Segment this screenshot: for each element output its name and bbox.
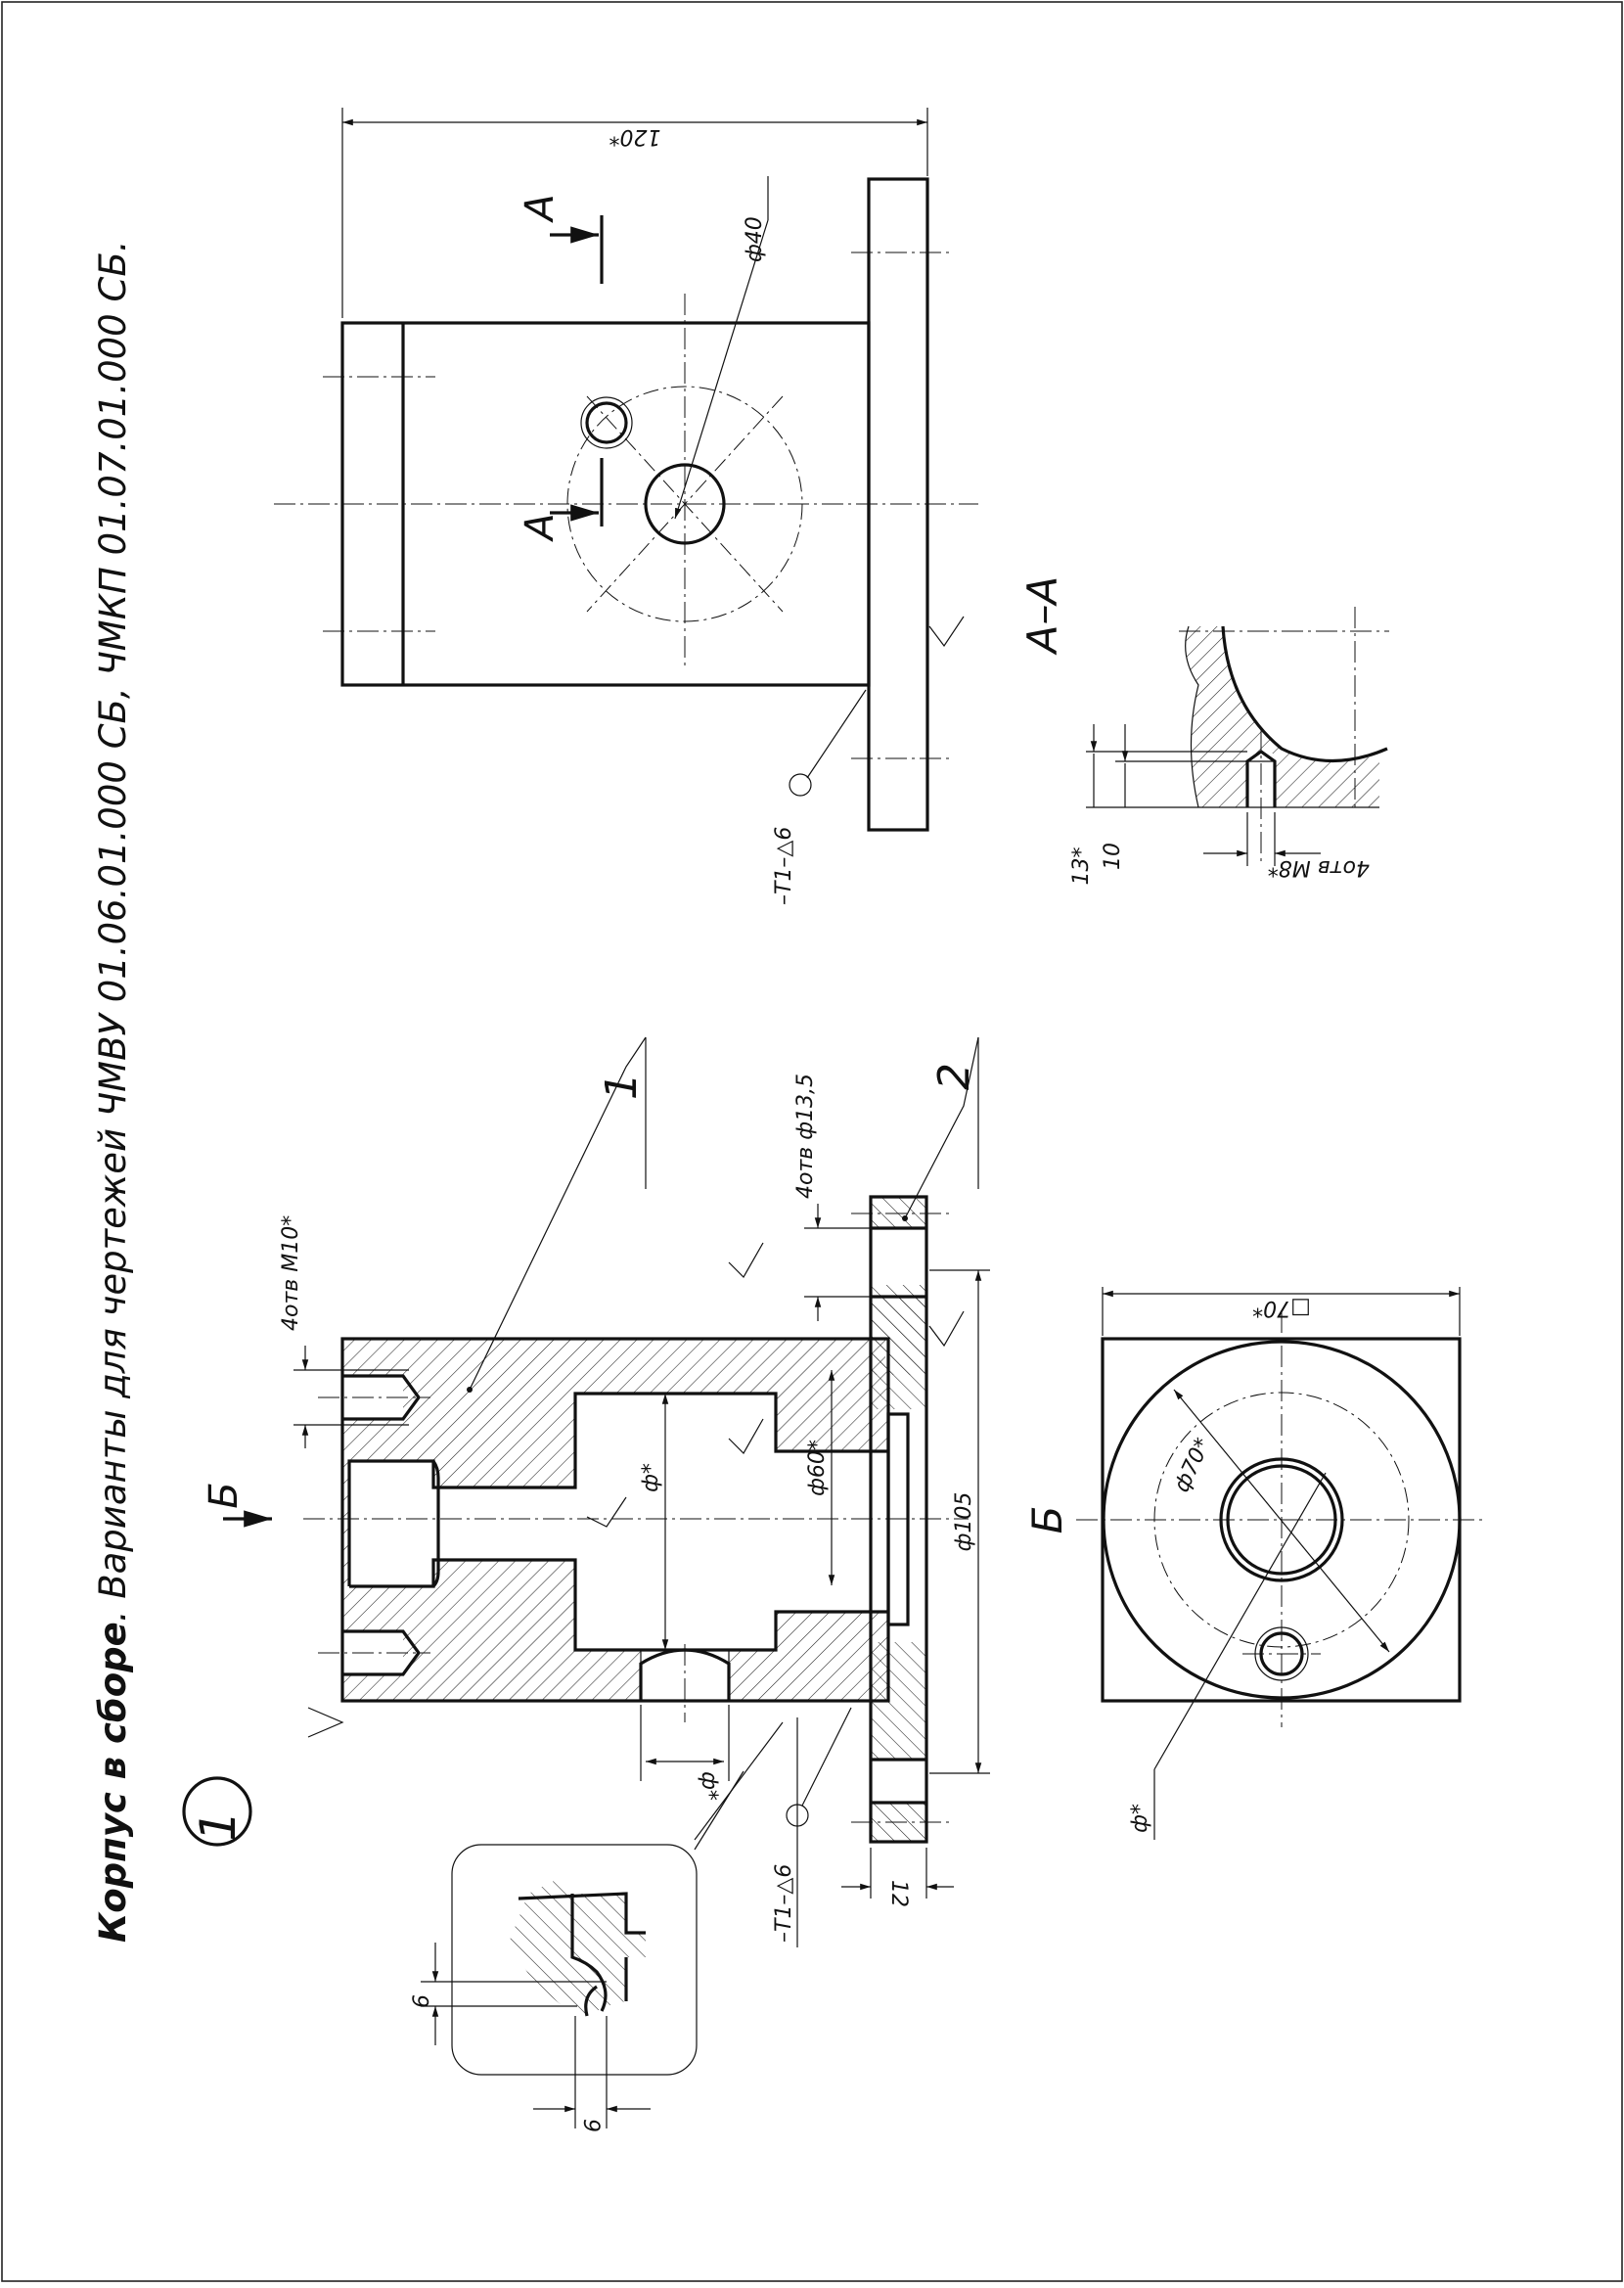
title-rest: . Варианты для чертежей ЧМВУ 01.06.01.00… (92, 241, 134, 1623)
detail-callout: 6 9 (410, 1770, 744, 2132)
dim-overall-height: 120* (609, 124, 661, 149)
variant-badge: 1 (182, 1776, 252, 1847)
detail-dim-b: 9 (578, 2119, 603, 2132)
view-b-label: Б (1023, 1506, 1071, 1534)
roughness-check-icon (586, 1496, 627, 1528)
weld-label-upper: –Т1–△6 (772, 827, 796, 905)
position-2: 2 (929, 1063, 979, 1090)
detail-dim-a: 6 (410, 1994, 434, 2008)
drawing-title: Корпус в сборе. Варианты для чертежей ЧМ… (92, 241, 134, 1943)
weld-symbol-lower: –Т1–△6 (694, 1707, 852, 1947)
section-thread: 4отв М8* (1268, 855, 1370, 880)
weld-circle-icon (789, 773, 812, 797)
section-mark-top: А (518, 194, 563, 223)
dim-flange-diameter: ф105 (952, 1492, 976, 1552)
main-section-view: Б ф105 ф60* ф* ф* 4отв М10* 4отв ф13,5 (202, 1036, 990, 1947)
dim-shaft-bore: ф60* (805, 1440, 830, 1496)
section-depth-1: 13* (1069, 847, 1094, 886)
section-mark-bottom: А (518, 513, 563, 542)
dim-flange-holes: 4отв ф13,5 (793, 1074, 818, 1199)
view-b-arrow-label: Б (202, 1482, 247, 1508)
variant-number: 1 (190, 1810, 247, 1842)
section-a-a: А–А 13* 10 4отв М8* (1018, 576, 1389, 886)
roughness-check-icon (928, 1310, 965, 1348)
roughness-check-icon (928, 616, 965, 648)
front-view: А А ф40 120* –Т1–△6 (274, 108, 978, 905)
dim-inner-bore: ф* (639, 1463, 663, 1492)
dim-bore-top: ф40 (743, 216, 767, 262)
dim-flange-thickness: 12 (886, 1880, 911, 1907)
dim-view-hole: ф* (1128, 1804, 1152, 1833)
section-depth-2: 10 (1101, 843, 1125, 870)
position-1: 1 (597, 1073, 647, 1100)
roughness-check-icon (307, 1707, 344, 1738)
dim-thread-holes: 4отв М10* (279, 1215, 303, 1331)
view-b: ф70* □70* ф* Б (1023, 1287, 1487, 1840)
section-label: А–А (1018, 576, 1066, 656)
roughness-check-icon (728, 1418, 764, 1454)
title-bold: Корпус в сборе (92, 1622, 134, 1943)
roughness-check-icon (728, 1242, 764, 1278)
dim-pitch-circle: ф70* (1170, 1435, 1216, 1496)
dim-square-size: □70* (1252, 1296, 1311, 1320)
weld-label-lower: –Т1–△6 (772, 1864, 796, 1943)
dim-lower-hole: ф* (697, 1771, 721, 1801)
